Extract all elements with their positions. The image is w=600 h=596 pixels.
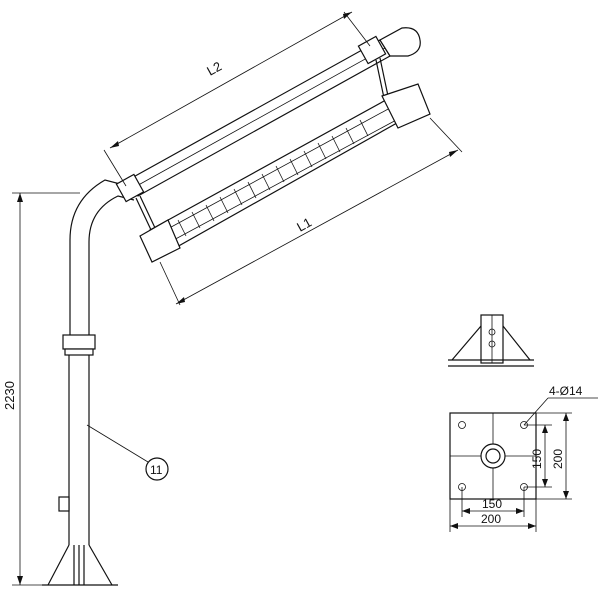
base-plate-plan: 4-Ø14 150 200 150 200: [449, 384, 598, 532]
callout-11: 11: [86, 424, 169, 481]
callout-number: 11: [150, 463, 163, 477]
lamp-assembly: [115, 27, 431, 263]
l2-label: L2: [204, 58, 224, 78]
height-label: 2230: [2, 381, 17, 410]
dimension-l1: L1: [159, 117, 463, 306]
l1-label: L1: [294, 214, 314, 234]
dimension-l2: L2: [103, 11, 371, 187]
base-side-view: [448, 314, 534, 367]
lamp-ribs: [177, 119, 369, 237]
hole-spec-label: 4-Ø14: [549, 384, 583, 398]
hole-spacing-v-label: 150: [530, 449, 544, 469]
pole: [42, 179, 135, 586]
base-size-v-label: 200: [551, 449, 565, 469]
hole-spacing-h-label: 150: [482, 497, 502, 511]
base-size-h-label: 200: [481, 512, 501, 526]
dimension-height: 2230: [2, 192, 80, 586]
